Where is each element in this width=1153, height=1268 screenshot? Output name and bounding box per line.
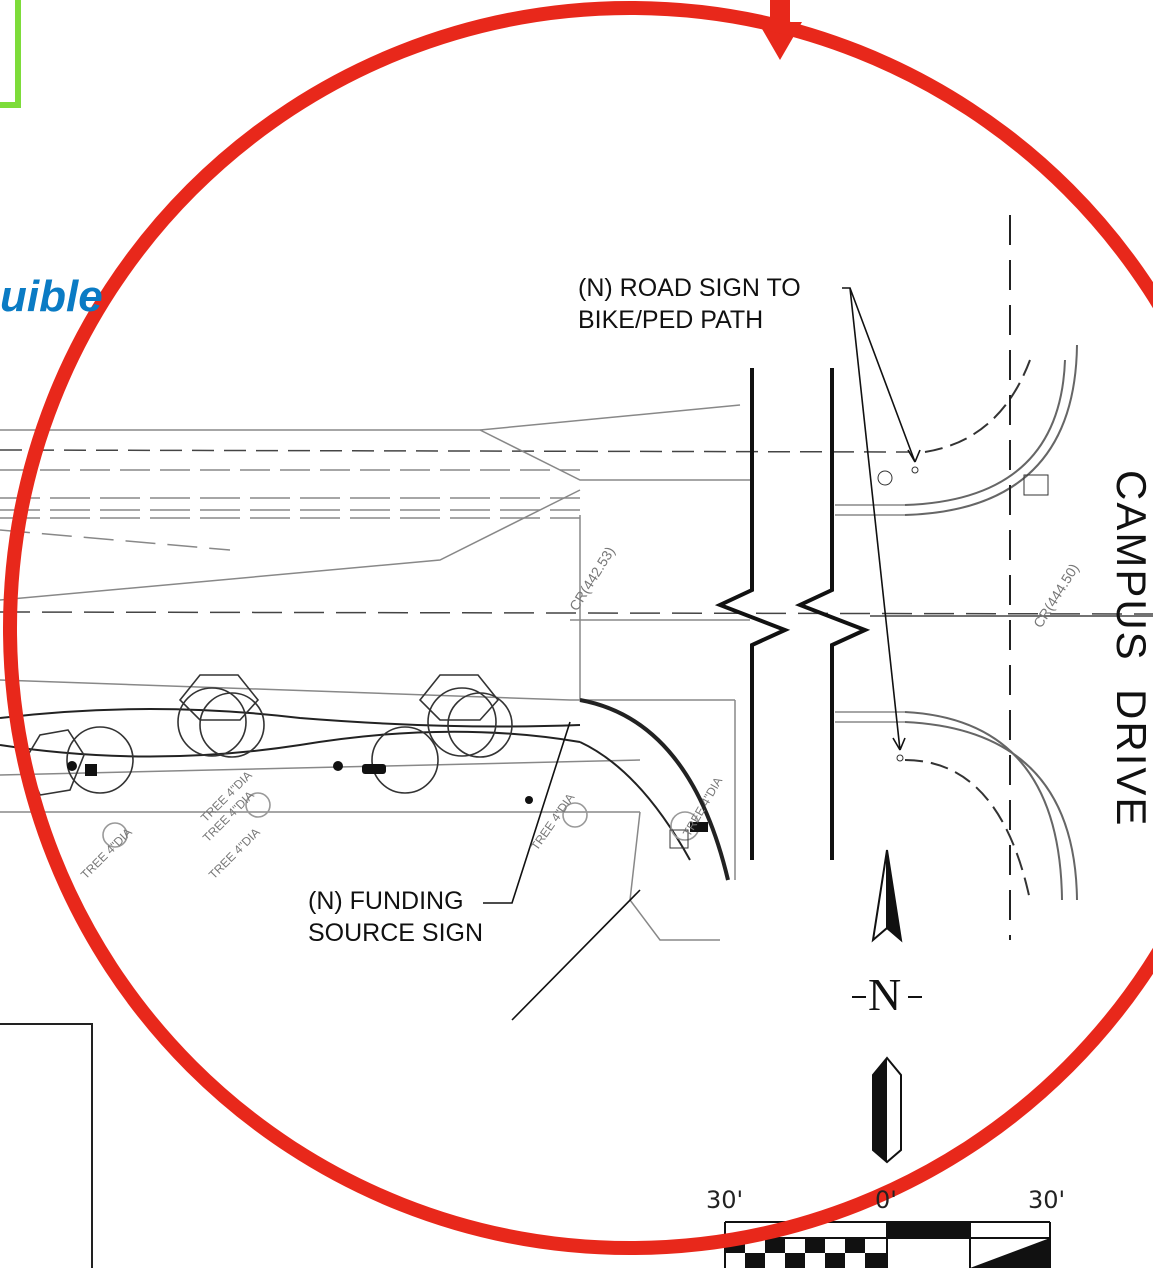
highlight-callout: [3, 0, 1153, 1255]
scale-bar: [724, 1221, 1051, 1268]
road-linework: [0, 404, 1153, 941]
title-block-fragment: [0, 1023, 93, 1268]
green-frame-fragment: [0, 0, 21, 108]
scale-label-middle: 0': [875, 1186, 897, 1214]
funding-sign-callout-line1: (N) FUNDING: [308, 887, 464, 915]
partial-title-text: uible: [0, 272, 103, 321]
scale-label-right: 30': [1028, 1186, 1066, 1214]
funding-sign-callout-line2: SOURCE SIGN: [308, 919, 484, 947]
campus-drive-curbs: [904, 215, 1078, 940]
trees: [24, 674, 700, 848]
funding-sign-callout: (N) FUNDING SOURCE SIGN: [308, 885, 484, 949]
break-lines: [714, 368, 871, 860]
scale-label-left: 30': [706, 1186, 744, 1214]
north-arrow: [852, 849, 922, 1164]
road-sign-callout-line1: (N) ROAD SIGN TO: [578, 274, 801, 302]
road-sign-callout-line2: BIKE/PED PATH: [578, 306, 764, 334]
leader-lines: [480, 287, 921, 1021]
fixtures: [67, 466, 1049, 849]
street-name: CAMPUS DRIVE: [1108, 470, 1153, 828]
north-label: N: [868, 969, 902, 1020]
street-label: CAMPUS DRIVE: [1103, 470, 1153, 870]
road-sign-callout: (N) ROAD SIGN TO BIKE/PED PATH: [578, 272, 801, 336]
